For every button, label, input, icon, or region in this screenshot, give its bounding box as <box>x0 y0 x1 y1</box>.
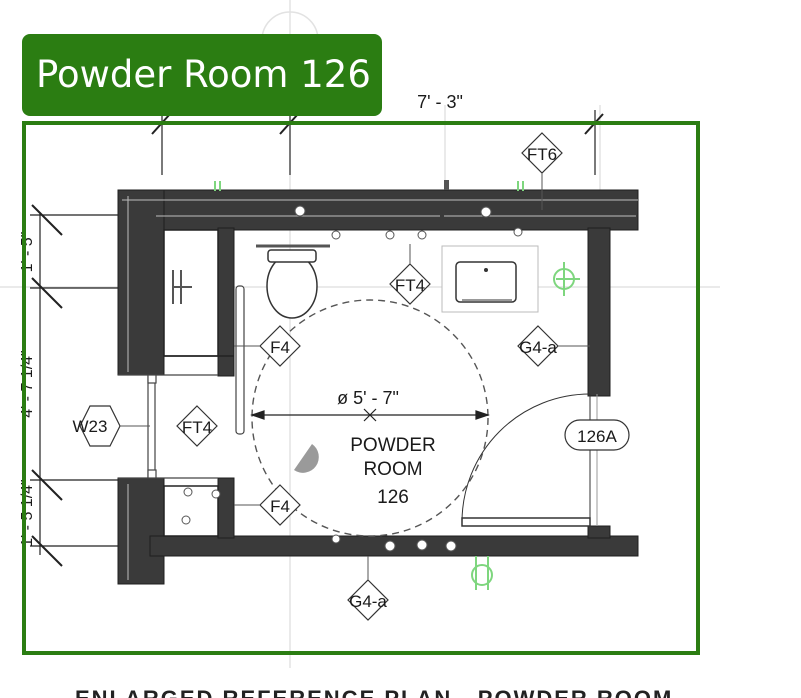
overall-width-dimension: 7' - 3" <box>417 92 463 112</box>
turning-circle <box>251 299 489 537</box>
window-opening <box>118 374 218 479</box>
room-name-line2: ROOM <box>363 459 422 480</box>
left-bottom-dimension: 1' - 5 1/4" <box>19 479 36 546</box>
room-title-badge: Powder Room 126 <box>22 34 382 116</box>
highlight-frame <box>22 121 700 655</box>
wall-stub <box>444 180 449 190</box>
walls <box>117 189 639 585</box>
tag-w23: W23 <box>73 417 108 436</box>
turning-circle-label: ø 5' - 7" <box>337 388 399 408</box>
drawing-title-cutoff: ENLARGED REFERENCE PLAN - POWDER ROOM <box>75 688 775 698</box>
grab-bar-side <box>235 285 245 435</box>
tag-ft6: FT6 <box>527 145 557 164</box>
tag-g4a-bottom: G4-a <box>349 592 387 611</box>
tag-g4a-right: G4-a <box>519 338 557 357</box>
left-top-dimension: 1' - 5" <box>19 232 36 273</box>
turning-circle-dimension <box>250 408 490 422</box>
tag-ft4-upper: FT4 <box>395 276 425 295</box>
lavatory-sink <box>455 261 517 303</box>
left-dimension-line <box>30 204 130 567</box>
light-fixtures <box>181 205 523 552</box>
left-middle-dimension: 4' - 7 1/4" <box>19 350 36 417</box>
green-fixtures <box>214 181 580 590</box>
tag-leaders <box>120 173 590 580</box>
room-number: 126 <box>377 487 409 508</box>
tag-f4-upper: F4 <box>270 338 290 357</box>
tag-ft4-left: FT4 <box>182 418 212 437</box>
tag-door-126a: 126A <box>577 427 617 446</box>
tag-f4-lower: F4 <box>270 497 290 516</box>
toilet <box>266 253 318 319</box>
floor-drain-symbol <box>294 444 319 473</box>
room-name-line1: POWDER <box>350 435 436 456</box>
toilet-tank <box>267 249 317 263</box>
tag-shapes <box>79 132 630 621</box>
chase-symbol <box>172 270 192 304</box>
door <box>461 393 598 527</box>
